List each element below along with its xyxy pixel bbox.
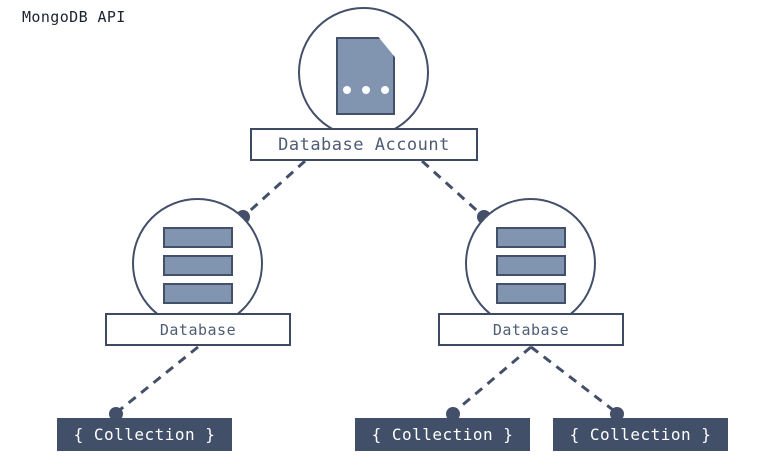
- node-database-right[interactable]: Database: [438, 313, 624, 346]
- document-icon: [336, 37, 395, 115]
- document-icon-dots: [336, 86, 395, 94]
- document-dot-2: [361, 86, 370, 94]
- database-bar-3: [496, 283, 566, 304]
- edge-account-to-database-right: [420, 159, 486, 219]
- document-icon-shape: [336, 37, 395, 115]
- node-collection-3[interactable]: { Collection }: [553, 418, 728, 451]
- node-collection-2[interactable]: { Collection }: [355, 418, 530, 451]
- node-database-left[interactable]: Database: [105, 313, 291, 346]
- page-title: MongoDB API: [22, 8, 126, 26]
- document-dot-1: [342, 86, 351, 94]
- edge-database-right-to-collection-3: [530, 345, 618, 415]
- database-right-stack-icon: [496, 227, 566, 304]
- document-dot-3: [380, 86, 389, 94]
- edge-account-to-database-left: [241, 159, 307, 219]
- database-bar-2: [163, 255, 233, 276]
- edge-database-left-to-collection-1: [115, 345, 199, 415]
- node-database-account[interactable]: Database Account: [250, 128, 478, 161]
- database-bar-1: [496, 227, 566, 248]
- edge-database-right-to-collection-2: [452, 345, 532, 415]
- database-bar-1: [163, 227, 233, 248]
- node-collection-1[interactable]: { Collection }: [57, 418, 232, 451]
- database-left-stack-icon: [163, 227, 233, 304]
- database-bar-3: [163, 283, 233, 304]
- database-bar-2: [496, 255, 566, 276]
